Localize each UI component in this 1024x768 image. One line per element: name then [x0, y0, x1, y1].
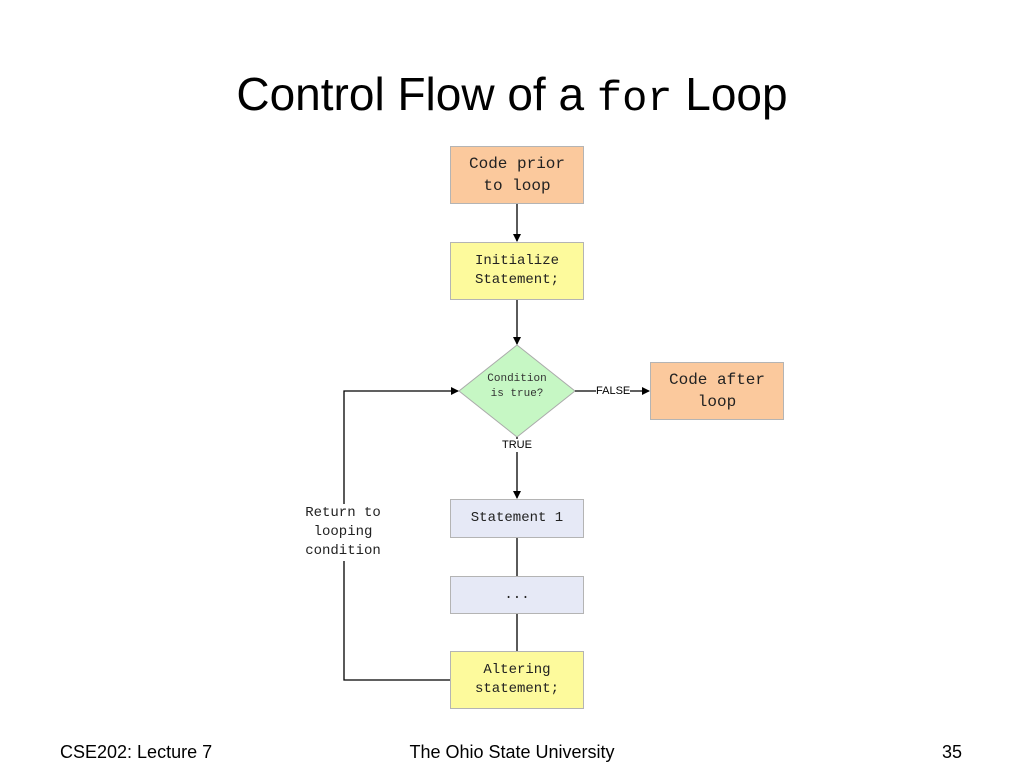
footer-page-number: 35: [941, 742, 962, 762]
ellipsis-box: ...: [450, 576, 584, 614]
slide-title: Control Flow of a for Loop: [0, 62, 1024, 131]
statement-1-box: Statement 1: [450, 499, 584, 538]
true-label: TRUE: [502, 439, 532, 452]
footer-course: CSE202: Lecture 7: [60, 742, 213, 762]
title-text-after: Loop: [672, 68, 788, 120]
title-text-before: Control Flow of a: [236, 68, 597, 120]
return-to-condition-note: Return to looping condition: [288, 504, 398, 561]
footer-university: The Ohio State University: [409, 742, 615, 762]
initialize-statement-box: Initialize Statement;: [450, 242, 584, 300]
code-prior-box: Code prior to loop: [450, 146, 584, 204]
title-code-keyword: for: [596, 75, 673, 123]
code-after-box: Code after loop: [650, 362, 784, 420]
condition-label: Condition is true?: [487, 373, 547, 400]
altering-statement-box: Altering statement;: [450, 651, 584, 709]
false-label: FALSE: [596, 385, 631, 398]
